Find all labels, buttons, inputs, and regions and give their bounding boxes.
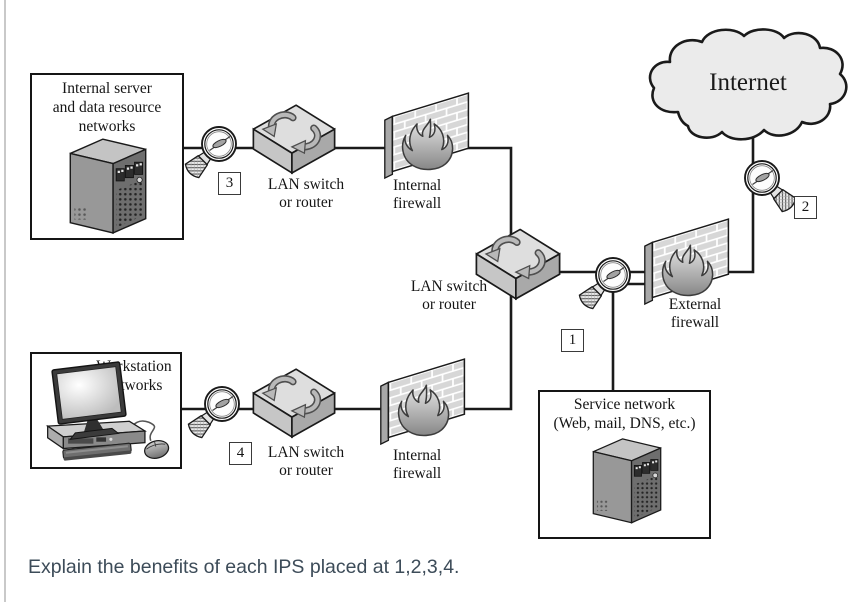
label-line: LAN switch xyxy=(410,278,488,295)
flame xyxy=(661,244,714,297)
label-line: or router xyxy=(279,194,333,211)
internet-label: Internet xyxy=(709,69,787,96)
label-line: firewall xyxy=(670,314,720,331)
label-line: networks xyxy=(78,118,136,135)
sensor-number: 1 xyxy=(568,332,577,348)
label-line: Internal server xyxy=(62,80,152,97)
lan-switch-center-label: LAN switch or router xyxy=(397,278,501,314)
external-firewall-label: External firewall xyxy=(653,296,737,332)
sensor-number-box-1: 1 xyxy=(561,329,584,352)
service-network-label: Service network (Web, mail, DNS, etc.) xyxy=(540,392,709,433)
sensor-number-box-4: 4 xyxy=(229,442,252,465)
label-line: firewall xyxy=(393,465,442,482)
sensor-number: 3 xyxy=(225,175,234,191)
sensor-number-box-2: 2 xyxy=(794,196,817,219)
service-server-icon xyxy=(592,438,662,524)
monitor xyxy=(51,361,127,441)
sensor-number: 2 xyxy=(801,199,810,215)
lan-switch-bottom-label: LAN switch or router xyxy=(254,444,358,480)
label-line: or router xyxy=(422,296,476,313)
keyboard xyxy=(62,442,132,461)
flame xyxy=(401,118,454,171)
label-line: LAN switch xyxy=(267,176,345,193)
server-side-vent xyxy=(74,206,87,220)
ips-sensor-1-magnifier-icon xyxy=(578,257,631,310)
internal-firewall-top-icon xyxy=(384,92,470,180)
lan-switch-bottom-icon xyxy=(252,368,336,439)
lan-switch-top-label: LAN switch or router xyxy=(254,176,358,212)
server-side-vent xyxy=(596,499,608,511)
question-text: Explain the benefits of each IPS placed … xyxy=(28,556,460,578)
label-line: LAN switch xyxy=(267,444,345,461)
label-line: Service network xyxy=(573,396,676,413)
internal-firewall-bottom-icon xyxy=(380,358,466,446)
label-line: firewall xyxy=(393,195,442,212)
label-line: (Web, mail, DNS, etc.) xyxy=(553,415,696,432)
internal-server-networks-box: Internal server and data resource networ… xyxy=(30,73,184,240)
server-icon xyxy=(69,138,147,235)
server-display-panel xyxy=(115,161,144,183)
sensor-number: 4 xyxy=(236,445,245,461)
internal-server-box-label: Internal server and data resource networ… xyxy=(32,75,182,136)
switch-arrows xyxy=(261,375,322,419)
label-line: Internal xyxy=(393,447,442,464)
server-vents xyxy=(116,179,143,228)
label-line: or router xyxy=(279,462,333,479)
flame xyxy=(397,384,450,437)
internet-cloud: Internet xyxy=(648,28,848,141)
label-line: Internal xyxy=(393,177,442,194)
lan-switch-center-icon xyxy=(475,228,561,301)
internal-firewall-top-label: Internal firewall xyxy=(393,177,473,213)
external-firewall-icon xyxy=(644,218,730,306)
ips-sensor-3-magnifier-icon xyxy=(184,126,237,179)
label-line: and data resource xyxy=(52,99,162,116)
ips-sensor-2-magnifier-icon xyxy=(744,160,797,213)
switch-arrows xyxy=(261,111,322,155)
sensor-number-box-3: 3 xyxy=(218,172,241,195)
internal-firewall-bottom-label: Internal firewall xyxy=(393,447,473,483)
lan-switch-top-icon xyxy=(252,104,336,175)
ips-sensor-4-magnifier-icon xyxy=(187,386,240,439)
switch-arrows xyxy=(484,235,546,280)
server-vents xyxy=(634,475,658,519)
workstation-icon xyxy=(45,361,170,461)
mouse xyxy=(144,440,170,459)
label-line: External xyxy=(668,296,722,313)
left-border-rule xyxy=(4,0,6,602)
